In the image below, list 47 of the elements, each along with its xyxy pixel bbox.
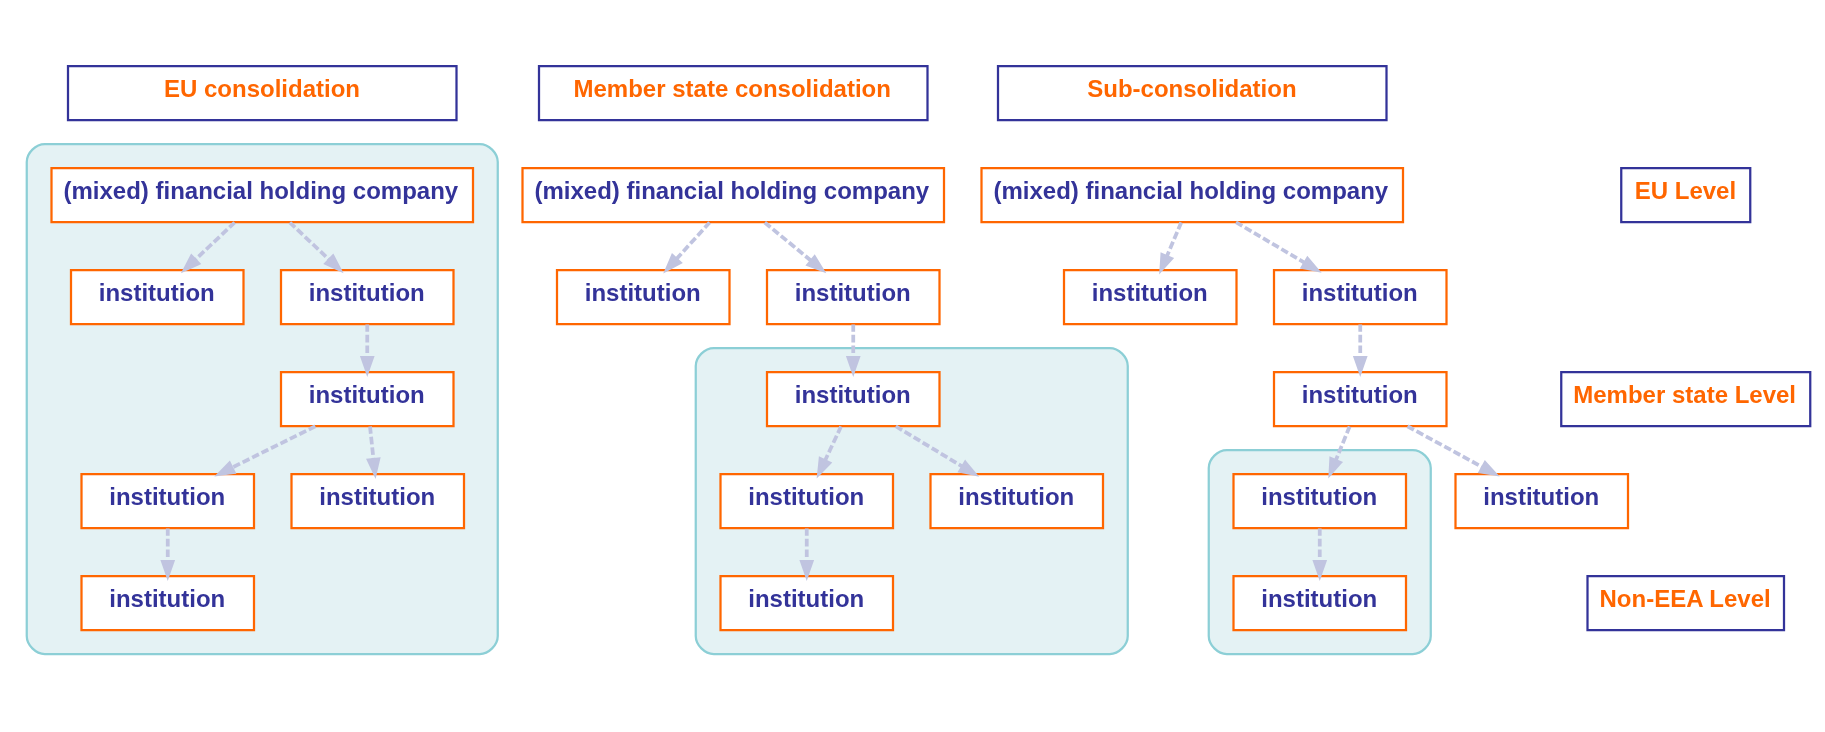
- node-box: institution: [1062, 268, 1238, 326]
- arrow: [1159, 221, 1183, 275]
- arrow: [160, 528, 176, 581]
- node-box: institution: [555, 268, 731, 326]
- arrow: [763, 221, 827, 274]
- node-box: institution: [279, 268, 455, 326]
- node-box: EU consolidation: [66, 64, 458, 122]
- arrow: [1235, 220, 1322, 273]
- node-box: Sub-consolidation: [996, 64, 1388, 122]
- arrow: [816, 425, 843, 479]
- node-box: institution: [1232, 574, 1408, 632]
- node-box: institution: [80, 574, 256, 632]
- node-box: institution: [290, 472, 466, 530]
- arrow: [366, 426, 381, 479]
- node-box: institution: [1272, 268, 1448, 326]
- node-box: institution: [69, 268, 245, 326]
- cluster: [1207, 448, 1432, 656]
- arrow: [1328, 425, 1352, 479]
- node-box: (mixed) financial holding company: [521, 166, 946, 224]
- arrow: [288, 221, 344, 274]
- arrow: [180, 221, 236, 274]
- node-box: institution: [279, 370, 455, 428]
- node-box: institution: [1272, 370, 1448, 428]
- node-box: institution: [765, 268, 941, 326]
- arrow: [1312, 528, 1328, 581]
- arrow: [799, 528, 815, 581]
- node-box: Member state consolidation: [537, 64, 929, 122]
- node-box: institution: [1454, 472, 1630, 530]
- node-box: institution: [719, 574, 895, 632]
- arrow: [359, 324, 375, 377]
- node-box: institution: [765, 370, 941, 428]
- cluster: [694, 346, 1129, 656]
- node-box: (mixed) financial holding company: [50, 166, 475, 224]
- node-box: Non-EEA Level: [1586, 574, 1786, 632]
- arrow: [845, 324, 861, 377]
- cluster: [25, 142, 499, 656]
- arrow: [894, 424, 980, 477]
- node-box: institution: [80, 472, 256, 530]
- node-box: institution: [1232, 472, 1408, 530]
- node-box: institution: [929, 472, 1105, 530]
- node-box: EU Level: [1620, 166, 1752, 224]
- node-box: Member state Level: [1560, 370, 1812, 428]
- node-box: institution: [719, 472, 895, 530]
- arrow: [1352, 324, 1368, 377]
- node-box: (mixed) financial holding company: [980, 166, 1405, 224]
- arrow: [663, 221, 711, 274]
- arrow: [214, 424, 317, 477]
